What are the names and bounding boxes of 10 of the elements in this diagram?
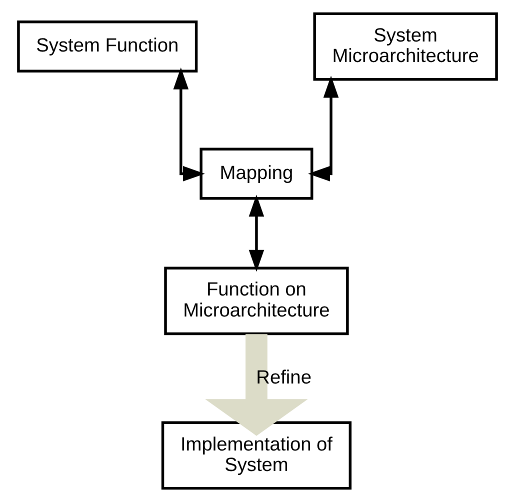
- arrow: [173, 68, 205, 182]
- node-box: System Function: [17, 20, 198, 72]
- node-box: Implementation of System: [161, 421, 352, 490]
- arrow: [308, 76, 339, 182]
- node-box: Function on Microarchitecture: [164, 266, 349, 336]
- node-box: System Microarchitecture: [313, 12, 498, 81]
- arrow: [205, 334, 308, 436]
- node-box: Mapping: [200, 148, 314, 200]
- arrow: [248, 194, 264, 272]
- edge-label: Refine: [256, 367, 312, 388]
